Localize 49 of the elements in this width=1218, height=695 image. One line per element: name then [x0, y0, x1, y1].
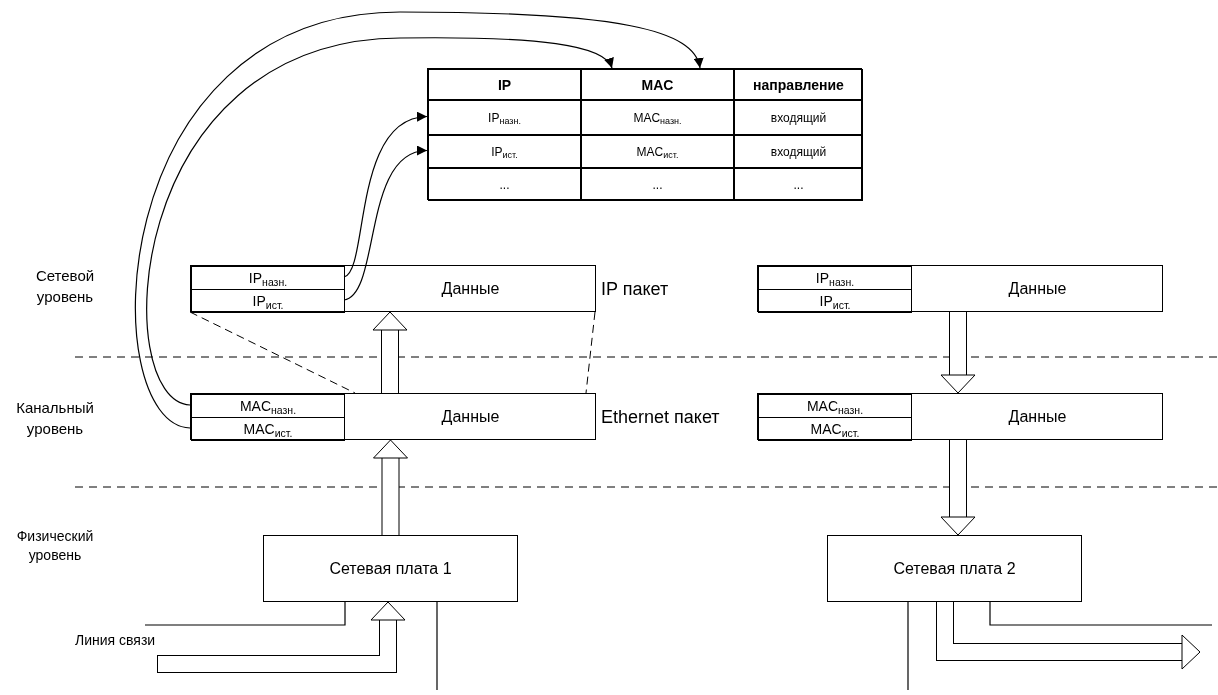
- arrow: [134, 11, 702, 429]
- header-field: IP$_{ист.}$: [191, 289, 345, 313]
- table-cell: направление: [734, 69, 863, 100]
- table-cell: MAC$_{ист.}$: [581, 135, 734, 168]
- hollow-arrow: [373, 439, 408, 535]
- hollow-arrow: [372, 311, 408, 393]
- table-cell: входящий: [734, 135, 863, 168]
- header-field: MAC$_{ист.}$: [758, 417, 912, 441]
- table-cell: IP$_{ист.}$: [428, 135, 581, 168]
- line: [144, 601, 346, 626]
- table-cell: ...: [428, 168, 581, 201]
- hollow-arrow: [940, 440, 976, 536]
- arrow: [146, 37, 613, 406]
- packet-caption: IP пакет: [601, 277, 669, 300]
- edge-label: Линия связи: [75, 633, 156, 647]
- header-field: MAC$_{назн.}$: [191, 394, 345, 418]
- table-cell: ...: [734, 168, 863, 201]
- arrow: [343, 147, 428, 301]
- hollow-arrow: [940, 312, 976, 394]
- packet-box: [757, 265, 1163, 312]
- line: [436, 601, 438, 691]
- table-cell: MAC$_{назн.}$: [581, 100, 734, 135]
- table-cell: IP: [428, 69, 581, 100]
- header-field: MAC$_{назн.}$: [758, 394, 912, 418]
- layer-label: Канальный уровень: [15, 398, 95, 439]
- hollow-arrow: [936, 602, 1201, 670]
- layer-label: Физический уровень: [15, 527, 95, 566]
- line: [989, 601, 1213, 626]
- layer-label: Сетевой уровень: [34, 266, 96, 307]
- packet-box: [757, 393, 1163, 440]
- data-field-label: Данные: [441, 406, 500, 427]
- table-cell: MAC: [581, 69, 734, 100]
- arrow: [343, 113, 428, 278]
- table-cell: IP$_{назн.}$: [428, 100, 581, 135]
- header-field: IP$_{назн.}$: [758, 266, 912, 290]
- data-field-label: Данные: [441, 278, 500, 299]
- header-field: MAC$_{ист.}$: [191, 417, 345, 441]
- network-card-box: Сетевая плата 2: [827, 535, 1082, 602]
- line: [907, 601, 909, 691]
- table-cell: ...: [581, 168, 734, 201]
- mapping-table: [427, 68, 862, 200]
- hollow-arrow: [157, 601, 406, 673]
- packet-caption: Ethernet пакет: [601, 405, 720, 428]
- header-field: IP$_{ист.}$: [758, 289, 912, 313]
- network-card-box: Сетевая плата 1: [263, 535, 518, 602]
- table-cell: входящий: [734, 100, 863, 135]
- data-field-label: Данные: [1008, 278, 1067, 299]
- header-field: IP$_{назн.}$: [191, 266, 345, 290]
- data-field-label: Данные: [1008, 406, 1067, 427]
